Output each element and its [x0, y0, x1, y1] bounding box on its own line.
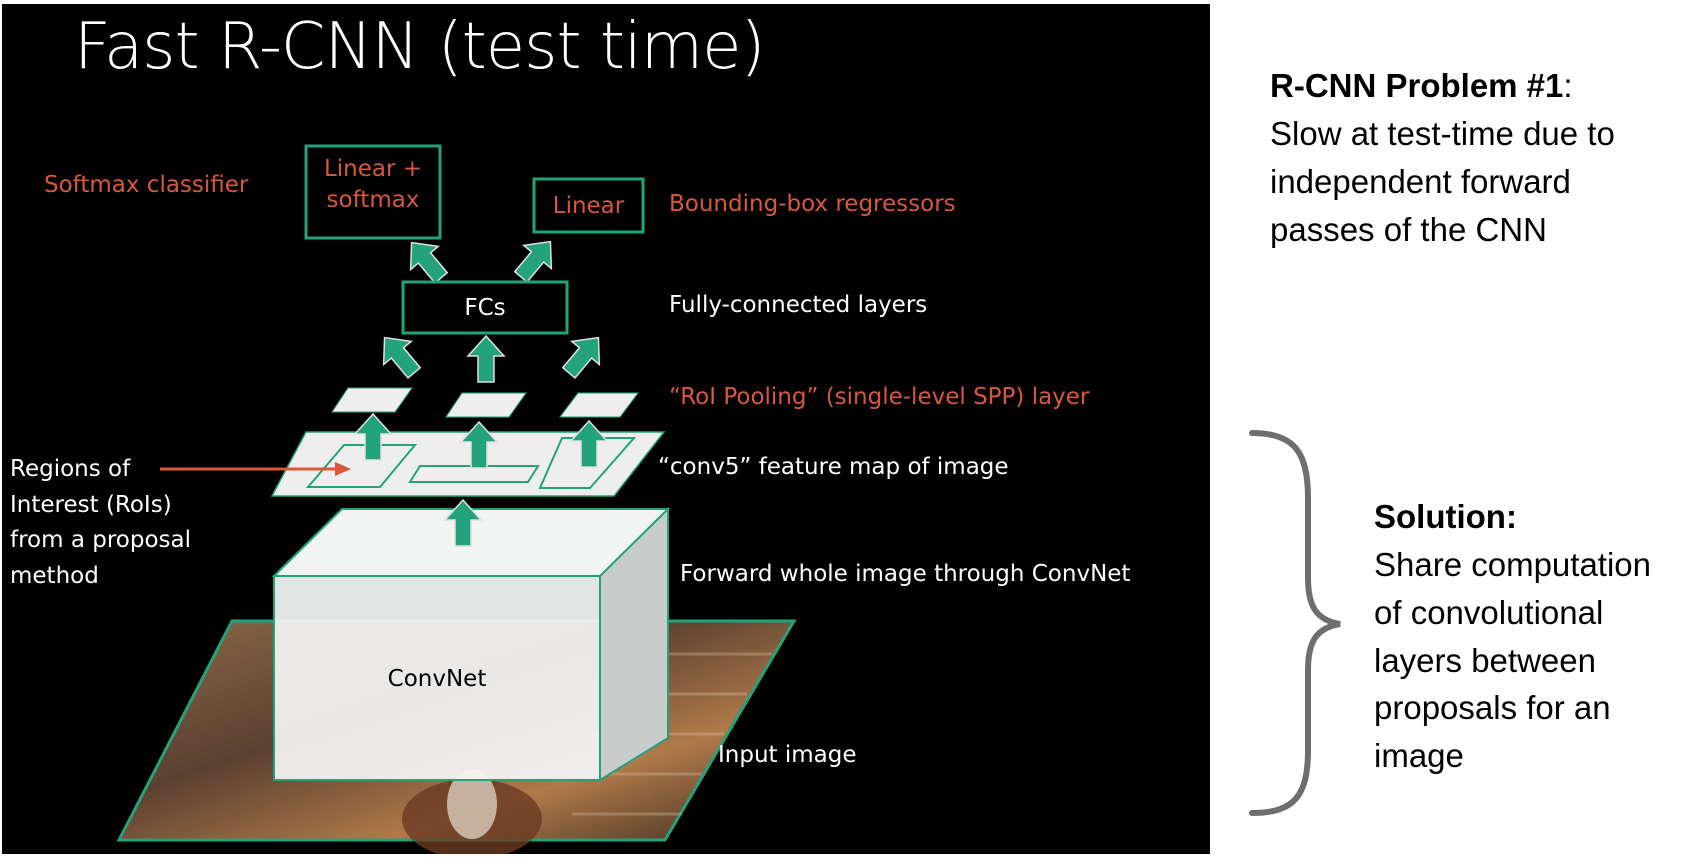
solution-heading-text: Solution: — [1374, 498, 1517, 535]
forward-label: Forward whole image through ConvNet — [680, 561, 1131, 587]
problem-colon: : — [1563, 67, 1573, 104]
roi-line-3: from a proposal — [10, 527, 192, 554]
fc-layers-label: Fully-connected layers — [669, 292, 928, 318]
linear-softmax-box — [304, 144, 442, 240]
roi-line-1: Regions of — [10, 456, 131, 482]
problem-line-2: independent forward — [1270, 162, 1571, 200]
solution-line-5: image — [1374, 737, 1464, 775]
roi-pointer-arrow — [160, 462, 351, 476]
conv5-label: “conv5” feature map of image — [658, 454, 1009, 480]
roi-description: Regions of Interest (RoIs) from a propos… — [10, 452, 191, 595]
solution-line-1: Share computation — [1374, 545, 1652, 583]
curly-brace — [1249, 430, 1341, 816]
solution-heading: Solution: — [1374, 493, 1651, 541]
fcs-label: FCs — [464, 295, 506, 321]
slide: Fast R-CNN (test time) Linear + softmax … — [2, 4, 1210, 854]
softmax-classifier-label: Softmax classifier — [44, 172, 249, 198]
solution-text: Solution: Share computation of convoluti… — [1374, 493, 1651, 780]
linear-label: Linear — [552, 193, 625, 219]
linear-softmax-label: Linear + softmax — [306, 154, 440, 216]
linear-softmax-line1: Linear + — [323, 156, 423, 182]
convnet-block — [271, 506, 671, 782]
problem-line-1: Slow at test-time due to — [1270, 114, 1615, 152]
fcs-box — [401, 280, 569, 335]
problem-heading: R-CNN Problem #1 — [1270, 67, 1564, 104]
problem-line-3: passes of the CNN — [1270, 210, 1547, 248]
input-image-label: Input image — [718, 742, 857, 768]
solution-line-2: of convolutional — [1374, 593, 1604, 631]
linear-softmax-line2: softmax — [326, 187, 420, 214]
solution-line-3: layers between — [1374, 641, 1596, 679]
architecture-diagram — [116, 144, 797, 854]
problem-text: R-CNN Problem #1: Slow at test-time due … — [1270, 62, 1615, 253]
linear-box — [532, 177, 645, 234]
solution-line-4: proposals for an — [1374, 689, 1611, 727]
problem-heading-line: R-CNN Problem #1: — [1270, 62, 1615, 110]
roi-pooled-features — [331, 387, 639, 418]
convnet-label: ConvNet — [387, 666, 487, 692]
slide-title: Fast R-CNN (test time) — [74, 10, 765, 84]
bbox-regressors-label: Bounding-box regressors — [669, 191, 956, 217]
roi-line-2: Interest (RoIs) — [10, 491, 172, 518]
roi-pooling-label: “RoI Pooling” (single-level SPP) layer — [669, 384, 1090, 410]
roi-line-4: method — [10, 562, 99, 589]
